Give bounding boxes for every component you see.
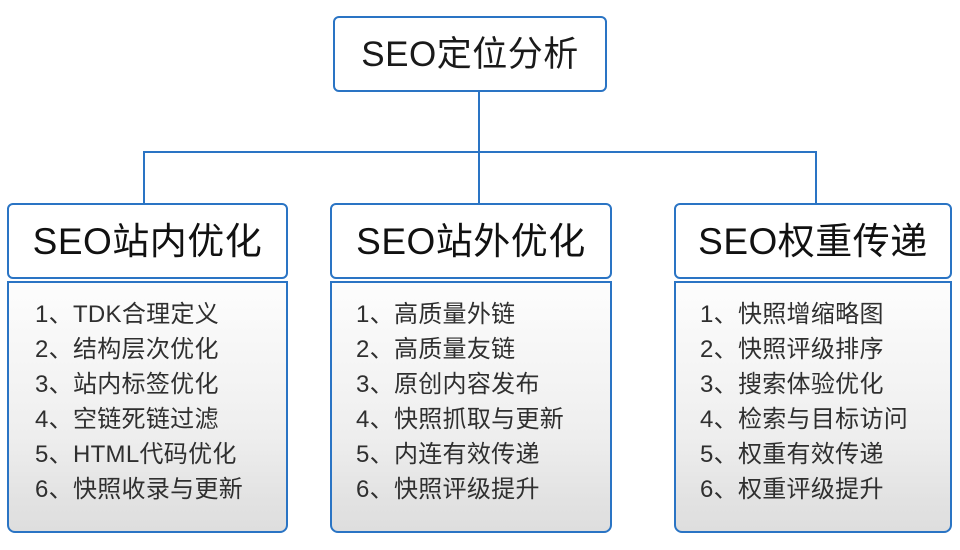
list-item-label: 权重评级提升 xyxy=(737,476,884,503)
list-item[interactable]: 6、快照收录与更新 xyxy=(35,472,286,507)
list-item-label: 站内标签优化 xyxy=(72,371,219,398)
list-item-number: 3、 xyxy=(35,371,73,398)
list-item-label: 结构层次优化 xyxy=(72,336,219,363)
list-item-number: 6、 xyxy=(700,476,738,503)
list-item-label: 空链死链过滤 xyxy=(72,406,219,433)
list-item[interactable]: 3、站内标签优化 xyxy=(35,367,286,402)
list-item-label: 搜索体验优化 xyxy=(737,371,884,398)
list-item[interactable]: 1、快照增缩略图 xyxy=(700,297,950,332)
list-item-number: 4、 xyxy=(35,406,73,433)
list-item[interactable]: 5、HTML代码优化 xyxy=(35,437,286,472)
list-item-number: 1、 xyxy=(700,301,738,328)
list-item-number: 3、 xyxy=(356,371,394,398)
item-list: 1、TDK合理定义 2、结构层次优化 3、站内标签优化 4、空链死链过滤 5、H… xyxy=(9,297,286,507)
list-item-label: 权重有效传递 xyxy=(737,441,884,468)
list-item[interactable]: 3、原创内容发布 xyxy=(356,367,610,402)
list-item-label: 原创内容发布 xyxy=(393,371,540,398)
list-item-label: 快照评级提升 xyxy=(393,476,540,503)
branch-header-seo-weight[interactable]: SEO权重传递 xyxy=(674,203,952,279)
list-item-label: 快照增缩略图 xyxy=(737,301,884,328)
list-item[interactable]: 1、高质量外链 xyxy=(356,297,610,332)
list-item-number: 4、 xyxy=(700,406,738,433)
list-item[interactable]: 2、高质量友链 xyxy=(356,332,610,367)
list-item-number: 6、 xyxy=(35,476,73,503)
branch-column-seo-onsite: SEO站内优化 1、TDK合理定义 2、结构层次优化 3、站内标签优化 4、空链… xyxy=(7,203,288,533)
list-item[interactable]: 4、检索与目标访问 xyxy=(700,402,950,437)
list-item-label: 内连有效传递 xyxy=(393,441,540,468)
list-item-label: 快照收录与更新 xyxy=(72,476,244,503)
list-item-number: 5、 xyxy=(356,441,394,468)
list-item[interactable]: 3、搜索体验优化 xyxy=(700,367,950,402)
branch-header-seo-offsite[interactable]: SEO站外优化 xyxy=(330,203,612,279)
list-item-number: 1、 xyxy=(356,301,394,328)
branch-column-seo-weight: SEO权重传递 1、快照增缩略图 2、快照评级排序 3、搜索体验优化 4、检索与… xyxy=(674,203,952,533)
branch-header-seo-onsite[interactable]: SEO站内优化 xyxy=(7,203,288,279)
connector-horizontal-bus xyxy=(143,151,817,153)
root-node-label: SEO定位分析 xyxy=(361,34,579,74)
connector-drop-center xyxy=(478,151,480,205)
list-item-label: HTML代码优化 xyxy=(72,441,237,468)
branch-body-seo-weight: 1、快照增缩略图 2、快照评级排序 3、搜索体验优化 4、检索与目标访问 5、权… xyxy=(674,281,952,533)
list-item-label: TDK合理定义 xyxy=(72,301,220,328)
list-item-number: 5、 xyxy=(700,441,738,468)
list-item[interactable]: 4、空链死链过滤 xyxy=(35,402,286,437)
connector-drop-right xyxy=(815,151,817,205)
list-item-number: 1、 xyxy=(35,301,73,328)
list-item-label: 检索与目标访问 xyxy=(737,406,909,433)
list-item-number: 6、 xyxy=(356,476,394,503)
list-item[interactable]: 1、TDK合理定义 xyxy=(35,297,286,332)
list-item[interactable]: 5、内连有效传递 xyxy=(356,437,610,472)
list-item[interactable]: 5、权重有效传递 xyxy=(700,437,950,472)
item-list: 1、快照增缩略图 2、快照评级排序 3、搜索体验优化 4、检索与目标访问 5、权… xyxy=(676,297,950,507)
connector-root-stem xyxy=(478,92,480,152)
branch-body-seo-offsite: 1、高质量外链 2、高质量友链 3、原创内容发布 4、快照抓取与更新 5、内连有… xyxy=(330,281,612,533)
branch-header-label: SEO站外优化 xyxy=(356,220,586,262)
branch-column-seo-offsite: SEO站外优化 1、高质量外链 2、高质量友链 3、原创内容发布 4、快照抓取与… xyxy=(330,203,612,533)
connector-drop-left xyxy=(143,151,145,205)
list-item-number: 2、 xyxy=(356,336,394,363)
list-item[interactable]: 6、权重评级提升 xyxy=(700,472,950,507)
list-item[interactable]: 6、快照评级提升 xyxy=(356,472,610,507)
list-item-number: 3、 xyxy=(700,371,738,398)
item-list: 1、高质量外链 2、高质量友链 3、原创内容发布 4、快照抓取与更新 5、内连有… xyxy=(332,297,610,507)
branch-header-label: SEO权重传递 xyxy=(698,220,928,262)
list-item[interactable]: 2、结构层次优化 xyxy=(35,332,286,367)
list-item-label: 快照抓取与更新 xyxy=(393,406,565,433)
root-node[interactable]: SEO定位分析 xyxy=(333,16,607,92)
list-item-label: 高质量外链 xyxy=(393,301,516,328)
branch-header-label: SEO站内优化 xyxy=(32,220,263,262)
list-item-number: 2、 xyxy=(35,336,73,363)
branch-body-seo-onsite: 1、TDK合理定义 2、结构层次优化 3、站内标签优化 4、空链死链过滤 5、H… xyxy=(7,281,288,533)
list-item-label: 高质量友链 xyxy=(393,336,516,363)
list-item-number: 5、 xyxy=(35,441,73,468)
list-item[interactable]: 4、快照抓取与更新 xyxy=(356,402,610,437)
list-item-label: 快照评级排序 xyxy=(737,336,884,363)
list-item-number: 2、 xyxy=(700,336,738,363)
list-item-number: 4、 xyxy=(356,406,394,433)
list-item[interactable]: 2、快照评级排序 xyxy=(700,332,950,367)
